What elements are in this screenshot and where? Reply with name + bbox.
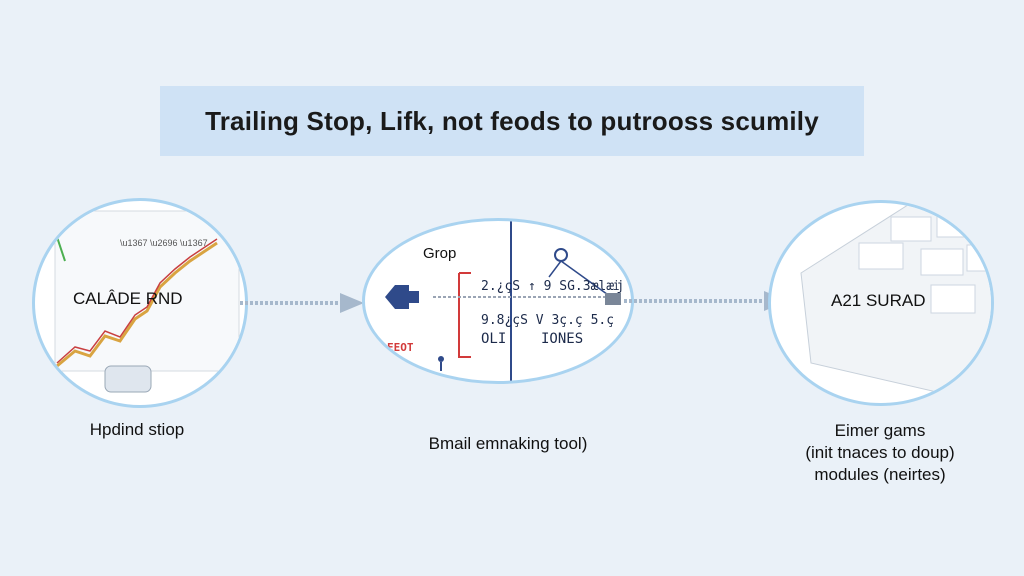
data-line-1: 2.¿çS ↑ 9 SG.3ælæĳ <box>481 279 622 294</box>
right-caption-line-1: Eimer gams <box>834 421 926 440</box>
right-caption: Eimer gams (init tnaces to doup) modules… <box>780 420 980 486</box>
middle-graphic <box>385 221 621 381</box>
email-tool-circle: Grop 2.¿çS ↑ 9 SG.3ælæĳ 9.8¿çS V 3ç.ç 5.… <box>362 218 634 384</box>
left-caption: Hpdind stiop <box>89 420 185 439</box>
right-circle-label: A21 SURAD <box>831 291 926 310</box>
left-circle-label: CALÂDE RND <box>73 289 183 308</box>
right-caption-line-2: (init tnaces to doup) <box>805 443 955 462</box>
svg-text:\u1367 \u2696 \u1367: \u1367 \u2696 \u1367 <box>120 238 208 248</box>
middle-caption: Bmail emnaking tool) <box>428 434 588 453</box>
modules-circle: A21 SURAD <box>768 200 994 406</box>
oli-label: OLI <box>481 331 507 347</box>
arrow-left-to-middle <box>240 293 364 313</box>
data-line-2: 9.8¿çS V 3ç.ç 5.ç <box>481 313 615 328</box>
title-banner: Trailing Stop, Lifk, not feods to putroo… <box>160 86 864 156</box>
keyboard-graphic <box>800 203 991 394</box>
right-caption-line-3: modules (neirtes) <box>814 465 946 484</box>
price-chart-graphic: \u1367 \u2696 \u1367 <box>54 210 240 393</box>
red-tag: EEOT <box>387 341 414 354</box>
group-label: Grop <box>423 245 457 262</box>
trailing-stop-circle: \u1367 \u2696 \u1367 CALÂDE RND <box>32 198 248 408</box>
title-text: Trailing Stop, Lifk, not feods to putroo… <box>205 105 819 136</box>
iones-label: IONES <box>541 331 584 347</box>
